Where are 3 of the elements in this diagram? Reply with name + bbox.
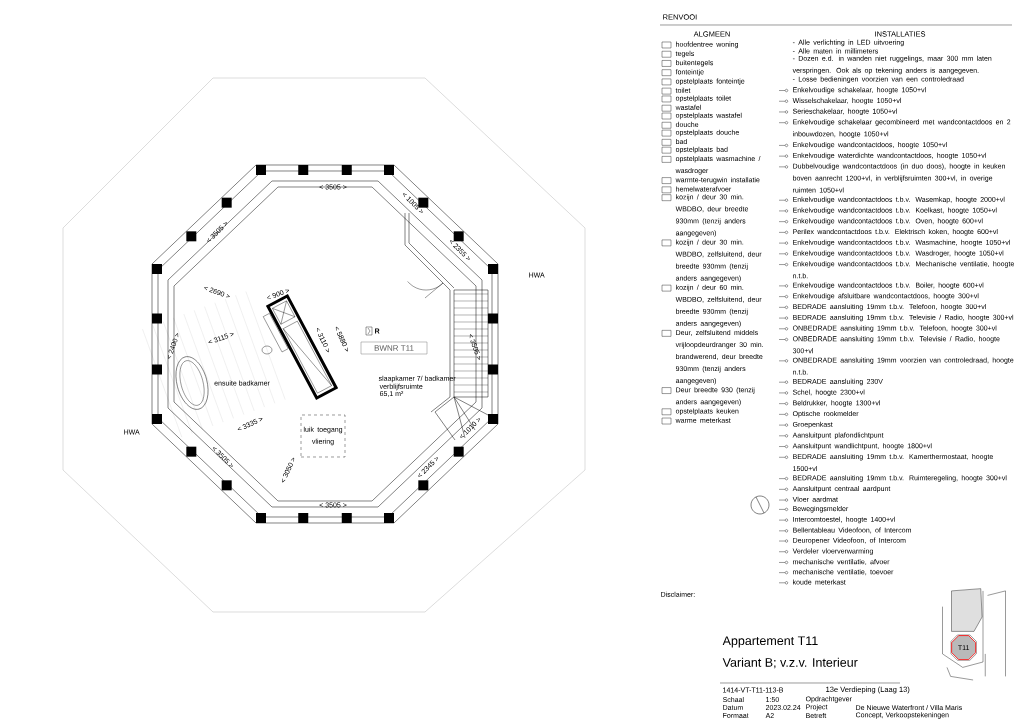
title: Appartement T11 [722,636,818,648]
room-number-box: BWNR T11 [360,341,428,355]
subtitle: Variant B; v.z.v. Interieur [722,657,858,669]
